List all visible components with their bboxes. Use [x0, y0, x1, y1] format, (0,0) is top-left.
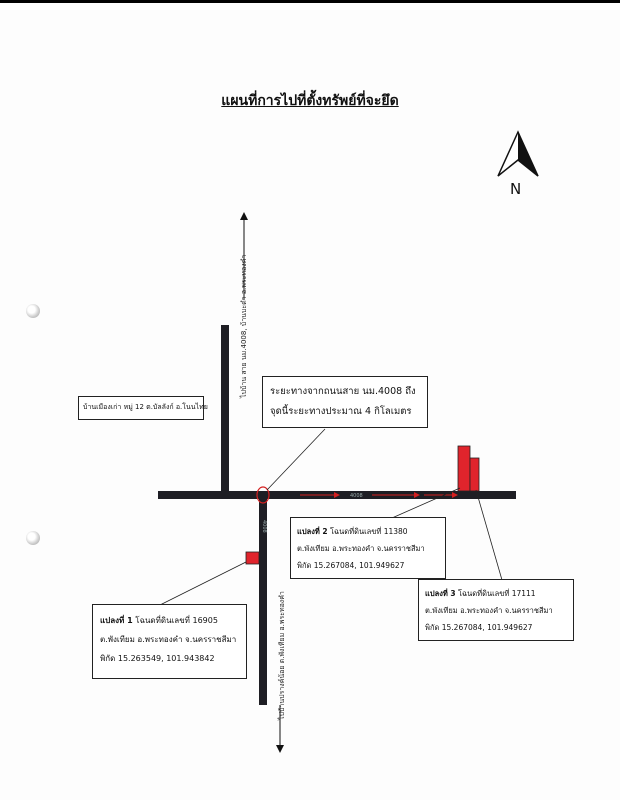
south-road: [259, 499, 267, 705]
junction-marker: [256, 486, 270, 504]
plot-1-location: ต.พังเทียม อ.พระทองคำ จ.นครราชสีมา: [100, 635, 237, 644]
north-arrow-icon: [497, 130, 539, 177]
main-road-arrowhead-2: [414, 492, 420, 498]
village-label-box: บ้านเมืองเก่า หมู่ 12 ต.บัลลังก์ อ.โนนไท…: [78, 396, 208, 420]
main-road-arrowhead-1: [334, 492, 340, 498]
parcel-2: [457, 445, 471, 492]
parcel-1: [245, 551, 260, 565]
village-label: บ้านเมืองเก่า หมู่ 12 ต.บัลลังก์ อ.โนนไท…: [83, 403, 208, 411]
south-direction-arrowhead: [276, 745, 284, 753]
plot-2-coords: พิกัด 15.267084, 101.949627: [297, 561, 405, 570]
main-road-arrowhead-3: [452, 492, 458, 498]
plot2-leader-line: [391, 487, 461, 519]
page-top-edge: [0, 0, 620, 3]
side-road-mark: 4008: [261, 520, 267, 533]
south-road-label: ไปบ้านปรางค์น้อย ต.พังเทียม อ.พระทองคำ: [278, 591, 286, 720]
north-road-label: ไปบ้าน สาย นม.4008, บ้านบะดำ อ.พระทองคำ: [240, 254, 248, 398]
punch-hole-top: [26, 304, 40, 318]
plot-3-location: ต.พังเทียม อ.พระทองคำ จ.นครราชสีมา: [425, 606, 553, 615]
plot-2-info-box: แปลงที่ 2 โฉนดที่ดินเลขที่ 11380 ต.พังเท…: [290, 517, 446, 579]
map-title: แผนที่การไปที่ตั้งทรัพย์ที่จะยึด: [221, 93, 399, 109]
plot1-leader-line: [157, 561, 247, 607]
plot-2-title: แปลงที่ 2 โฉนดที่ดินเลขที่ 11380: [297, 527, 408, 536]
north-direction-arrowhead: [240, 212, 248, 220]
punch-hole-bottom: [26, 531, 40, 545]
parcel-3: [469, 457, 480, 492]
distance-note-box: ระยะทางจากถนนสาย นม.4008 ถึง จุดนี้ระยะท…: [262, 376, 428, 428]
main-road-mark: 4008: [350, 493, 363, 499]
north-label: N: [510, 180, 521, 198]
plot-1-title: แปลงที่ 1 โฉนดที่ดินเลขที่ 16905: [100, 616, 218, 625]
distance-note-line2: จุดนี้ระยะทางประมาณ 4 กิโลเมตร: [270, 406, 412, 417]
plot-3-title: แปลงที่ 3 โฉนดที่ดินเลขที่ 17111: [425, 589, 536, 598]
north-road: [221, 325, 229, 495]
distance-leader-line: [266, 428, 326, 491]
plot-3-info-box: แปลงที่ 3 โฉนดที่ดินเลขที่ 17111 ต.พังเท…: [418, 579, 574, 641]
plot-1-info-box: แปลงที่ 1 โฉนดที่ดินเลขที่ 16905 ต.พังเท…: [92, 604, 247, 679]
plot-2-location: ต.พังเทียม อ.พระทองคำ จ.นครราชสีมา: [297, 544, 425, 553]
plot-1-coords: พิกัด 15.263549, 101.943842: [100, 654, 215, 663]
plot3-leader-line: [475, 489, 503, 581]
distance-note-line1: ระยะทางจากถนนสาย นม.4008 ถึง: [270, 386, 416, 397]
plot-3-coords: พิกัด 15.267084, 101.949627: [425, 623, 533, 632]
